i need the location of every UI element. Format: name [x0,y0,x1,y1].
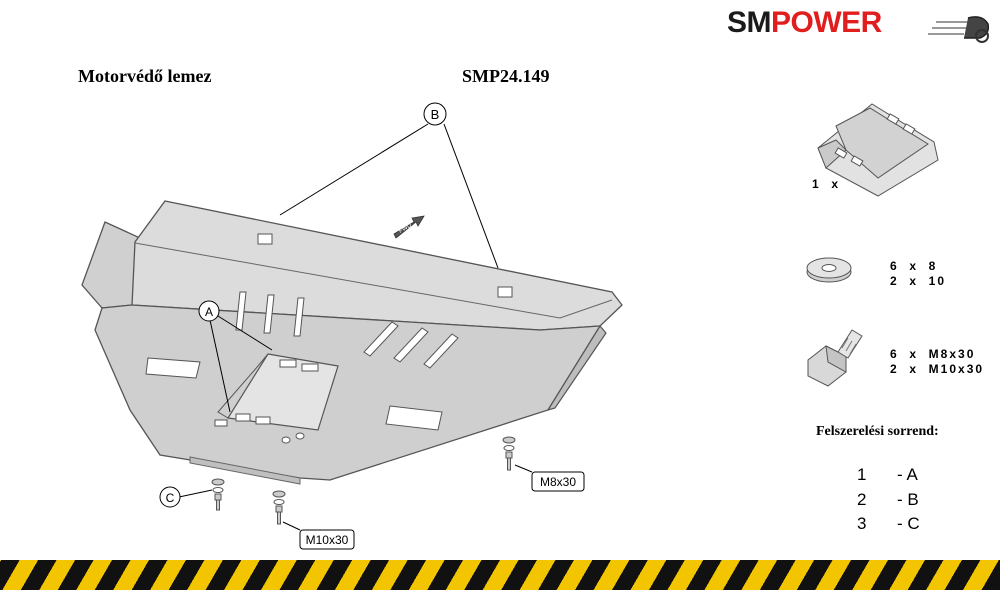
callout-c: C [159,486,213,508]
bolt-assembly-right [502,436,516,471]
motorcycle-rider-icon [928,16,990,43]
step-label: - A [897,465,918,484]
bolt-assembly-left [211,478,225,511]
step-number: 3 [857,514,867,533]
sequence-step-3: 3 - C [857,514,920,534]
brand-logo: SMPOWER [727,4,997,48]
bolt-qty-1: 6 x M8x30 [890,347,975,361]
label-box-m10 [299,529,355,550]
sequence-step-2: 2 - B [857,490,919,510]
plate-lower-surface [94,304,602,481]
label-m10: M10x30 [306,533,349,547]
skid-plate-diagram: FWD B A C M8x30 M1 [81,102,984,550]
sequence-step-1: 1 - A [857,465,918,485]
step-label: - C [897,514,920,533]
sequence-title: Felszerelési sorrend: [816,424,939,439]
bracket-qty: 1 x [812,177,840,191]
callout-b-letter: B [431,107,440,122]
step-number: 1 [857,465,867,484]
step-label: - B [897,490,919,509]
washer-qty-1: 6 x 8 [890,259,937,273]
page-title: Motorvédő lemez [78,66,212,86]
bolt-icon [807,329,863,387]
center-bracket [226,353,339,431]
step-number: 2 [857,490,867,509]
part-code: SMP24.149 [462,66,550,86]
bolt-assembly-middle [272,490,286,525]
washer-qty-2: 2 x 10 [890,274,946,288]
bracket-part-drawing [817,103,939,197]
callout-c-letter: C [166,491,175,505]
right-side-wall [546,324,607,412]
callout-b: B [279,102,499,269]
logo-sm-text: SM [727,6,772,39]
logo-power-text: POWER [771,6,882,39]
bolt-qty-2: 2 x M10x30 [890,362,984,376]
callout-a-letter: A [205,305,213,319]
forward-arrow-icon [393,215,425,239]
left-flap [81,221,141,309]
label-box-m8 [531,471,585,492]
callout-a: A [198,300,273,413]
hazard-stripe-border [0,560,1000,590]
washer-icon [806,257,852,283]
label-m8: M8x30 [540,475,576,489]
